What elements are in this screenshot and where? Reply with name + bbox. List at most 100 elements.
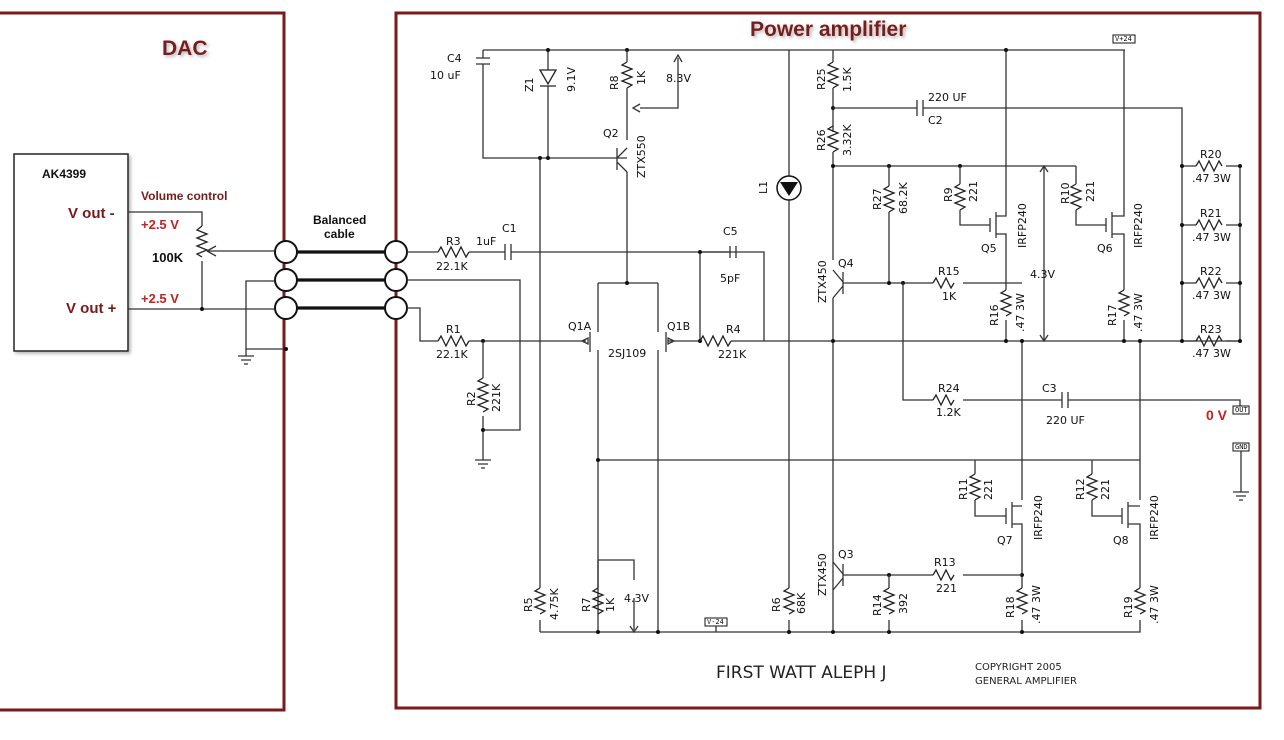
label-4-3v-a: 4.3V xyxy=(624,592,649,605)
label-r27-value: 68.2K xyxy=(897,182,910,214)
label-c4-value: 10 uF xyxy=(430,69,461,82)
schematic-title: FIRST WATT ALEPH J xyxy=(716,663,887,683)
gnd-port: GND xyxy=(1235,443,1248,451)
label-r17: R17 xyxy=(1106,304,1119,326)
label-r18: R18 xyxy=(1004,596,1017,618)
label-r14: R14 xyxy=(871,594,884,616)
label-z1: Z1 xyxy=(523,77,536,92)
label-r10: R10 xyxy=(1059,182,1072,204)
ak4399-chip xyxy=(13,153,129,352)
label-c2-value: 220 UF xyxy=(928,91,967,104)
label-r8: R8 xyxy=(608,75,621,90)
label-q1a: Q1A xyxy=(568,320,592,333)
label-z1-value: 9.1V xyxy=(565,67,578,92)
label-r4-value: 221K xyxy=(718,348,747,361)
label-r6: R6 xyxy=(770,597,783,612)
label-r27: R27 xyxy=(871,188,884,210)
label-r16-value: .47 3W xyxy=(1014,293,1027,332)
label-c3: C3 xyxy=(1042,382,1057,395)
label-r7: R7 xyxy=(580,597,593,612)
balanced-cable-label-1: Balanced xyxy=(313,213,366,227)
component-labels: C4 10 uF Z1 9.1V R8 1K 8.3V Q2 ZTX550 R3… xyxy=(430,52,1231,624)
label-r9-value: 221 xyxy=(967,181,980,202)
label-q6-part: IRFP240 xyxy=(1132,203,1145,248)
label-q2: Q2 xyxy=(603,127,619,140)
label-r15: R15 xyxy=(938,265,960,278)
chip-label: AK4399 xyxy=(42,167,86,181)
label-r12: R12 xyxy=(1074,478,1087,500)
label-q2-part: ZTX550 xyxy=(635,135,648,178)
label-r11-value: 221 xyxy=(982,479,995,500)
label-r26-value: 3.32K xyxy=(841,124,854,156)
label-r23-value: .47 3W xyxy=(1192,347,1231,360)
label-r22-value: .47 3W xyxy=(1192,289,1231,302)
label-r9: R9 xyxy=(942,187,955,202)
copyright-line-2: GENERAL AMPLIFIER xyxy=(975,676,1077,687)
label-c5-value: 5pF xyxy=(720,272,740,285)
label-r15-value: 1K xyxy=(942,290,957,303)
label-q5-part: IRFP240 xyxy=(1016,203,1029,248)
label-q8-part: IRFP240 xyxy=(1148,495,1161,540)
label-q7-part: IRFP240 xyxy=(1032,495,1045,540)
label-r22: R22 xyxy=(1200,265,1222,278)
label-r18-value: .47 3W xyxy=(1030,585,1043,624)
label-q1b: Q1B xyxy=(667,320,690,333)
voltage-bottom-label: +2.5 V xyxy=(141,291,179,306)
label-r13: R13 xyxy=(934,556,956,569)
label-r3-value: 22.1K xyxy=(436,260,468,273)
label-r5: R5 xyxy=(522,597,535,612)
out-port: OUT xyxy=(1235,406,1248,414)
label-r23: R23 xyxy=(1200,323,1222,336)
label-q7: Q7 xyxy=(997,534,1013,547)
volume-control-label: Volume control xyxy=(141,189,227,203)
label-q4-part: ZTX450 xyxy=(816,260,829,303)
label-r12-value: 221 xyxy=(1099,479,1112,500)
label-r25-value: 1.5K xyxy=(841,67,854,92)
amp-frame xyxy=(394,11,1262,710)
label-r21: R21 xyxy=(1200,207,1222,220)
led-branch xyxy=(776,50,802,632)
label-r24-value: 1.2K xyxy=(936,406,961,419)
label-q3-part: ZTX450 xyxy=(816,553,829,596)
label-r20-value: .47 3W xyxy=(1192,172,1231,185)
label-r6-value: 68K xyxy=(795,592,808,614)
label-r10-value: 221 xyxy=(1084,181,1097,202)
label-q1-part: 2SJ109 xyxy=(608,347,646,360)
label-r19-value: .47 3W xyxy=(1148,585,1161,624)
label-r16: R16 xyxy=(988,304,1001,326)
voltage-top-label: +2.5 V xyxy=(141,217,179,232)
label-r26: R26 xyxy=(815,129,828,151)
label-4-3v-b: 4.3V xyxy=(1030,268,1055,281)
label-r5-value: 4.75K xyxy=(548,588,561,620)
zero-volt-label: 0 V xyxy=(1206,407,1228,423)
balanced-cable-label-2: cable xyxy=(324,227,355,241)
label-r2: R2 xyxy=(465,391,478,406)
label-q3: Q3 xyxy=(838,548,854,561)
label-r8-value: 1K xyxy=(635,70,648,85)
label-c2: C2 xyxy=(928,114,943,127)
rails: V+24 V-24 xyxy=(483,34,1136,633)
label-r24: R24 xyxy=(938,382,960,395)
label-c1-value: 1uF xyxy=(476,235,496,248)
vminus-port: V-24 xyxy=(707,618,724,626)
label-c1: C1 xyxy=(502,222,517,235)
dac-title: DAC xyxy=(162,37,208,60)
output-lower xyxy=(596,339,1147,634)
label-r20: R20 xyxy=(1200,148,1222,161)
dac-wiring xyxy=(128,211,288,365)
label-r1: R1 xyxy=(446,323,461,336)
label-r2-value: 221K xyxy=(490,383,503,412)
vout-minus-label: V out - xyxy=(68,205,115,222)
label-q4: Q4 xyxy=(838,257,854,270)
balanced-cable xyxy=(274,240,408,320)
label-r3: R3 xyxy=(446,235,461,248)
label-8-3v: 8.3V xyxy=(666,72,691,85)
label-r7-value: 1K xyxy=(604,597,617,612)
label-r1-value: 22.1K xyxy=(436,348,468,361)
label-r21-value: .47 3W xyxy=(1192,231,1231,244)
copyright-line-1: COPYRIGHT 2005 xyxy=(975,662,1062,673)
label-q6: Q6 xyxy=(1097,242,1113,255)
vplus-port: V+24 xyxy=(1115,35,1132,43)
output-upper: OUT GND xyxy=(826,48,1250,632)
